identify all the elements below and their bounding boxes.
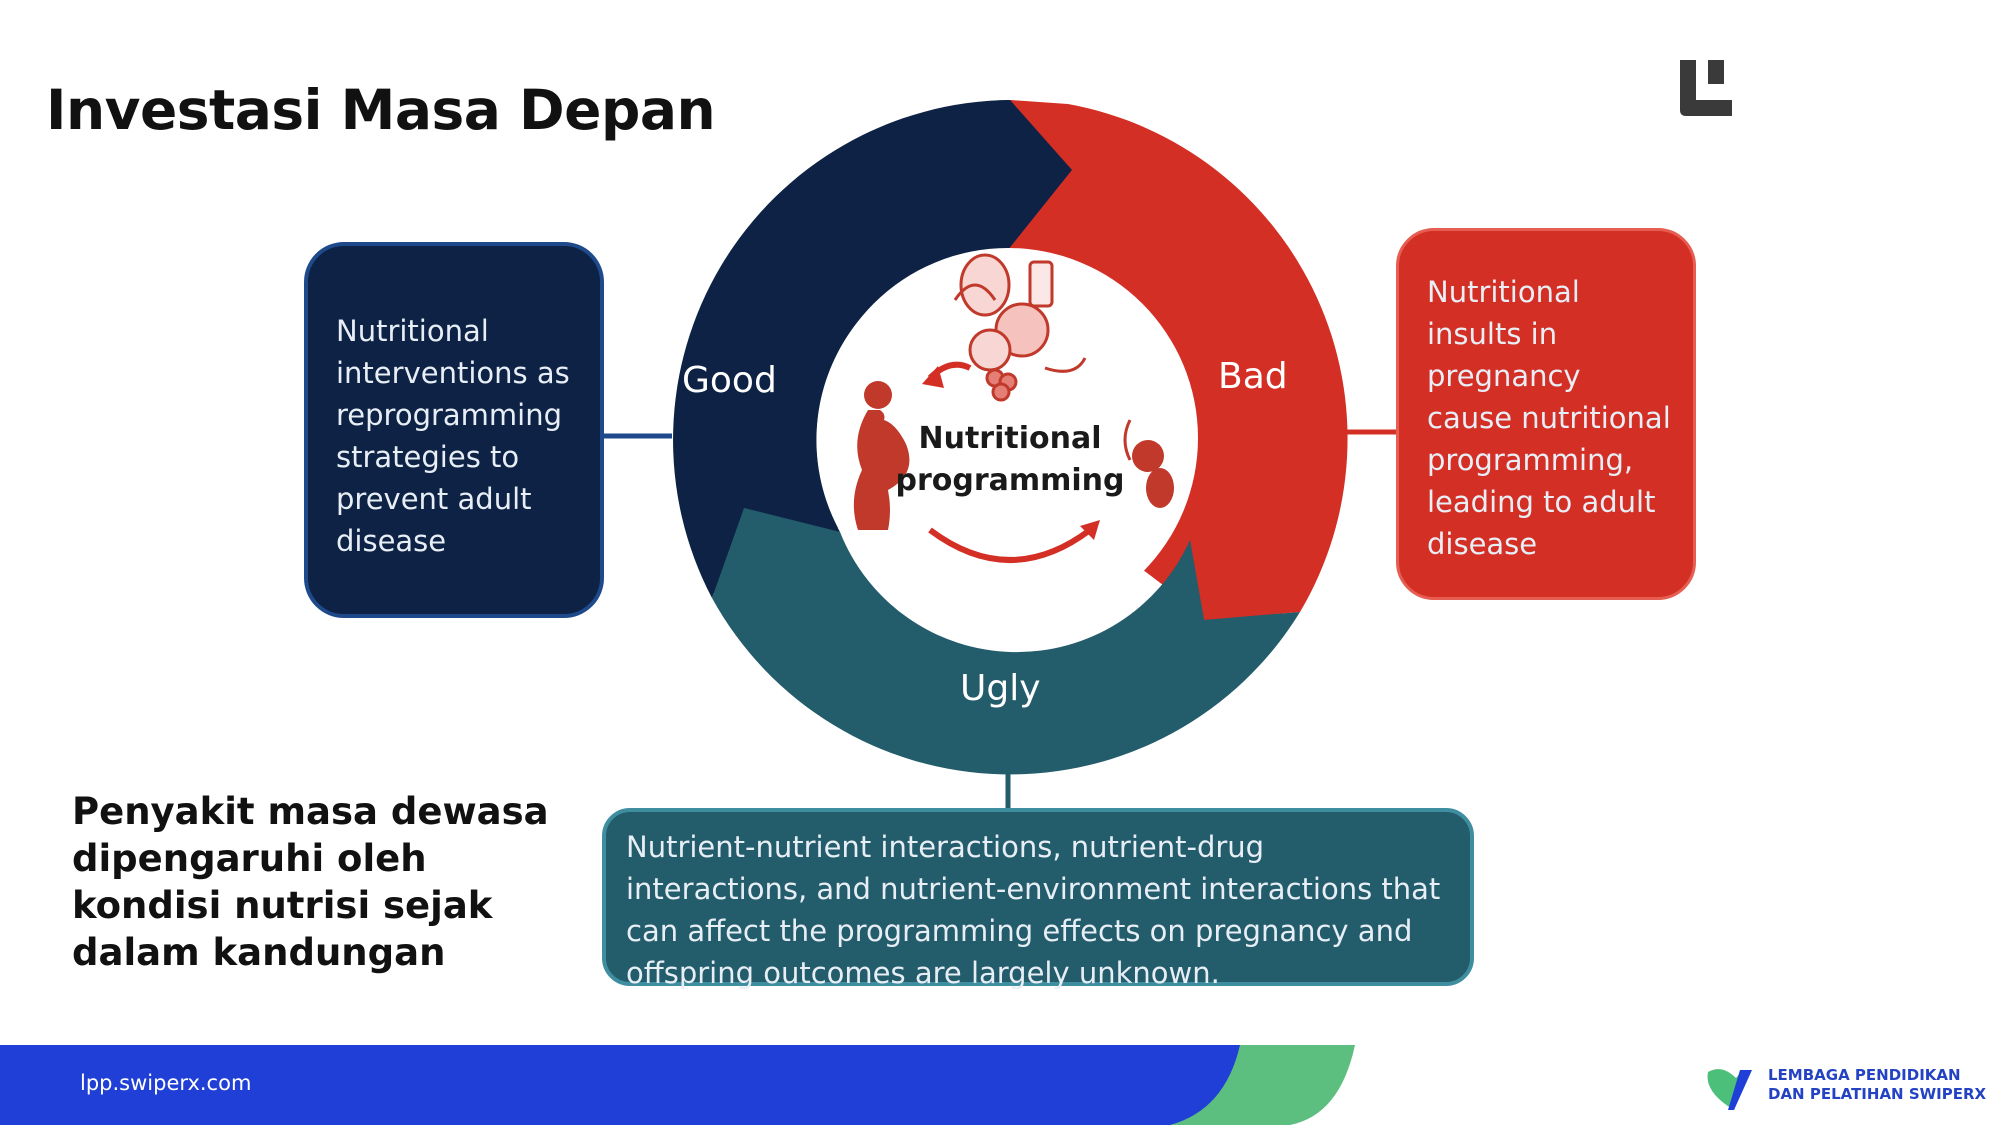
cycle-arrow-bottom-icon: [928, 527, 1092, 563]
good-description-box: Nutritional interventions as reprogrammi…: [304, 242, 604, 618]
slide-title: Investasi Masa Depan: [46, 78, 716, 142]
pregnant-woman-icon: [853, 381, 910, 530]
footer-band: [0, 1045, 1355, 1125]
brand-heart-logo-icon: [1707, 1069, 1752, 1110]
brand-name: LEMBAGA PENDIDIKAN DAN PELATIHAN SWIPERX: [1768, 1066, 1986, 1104]
slide-caption: Penyakit masa dewasa dipengaruhi oleh ko…: [72, 790, 549, 974]
segment-label-good: Good: [682, 360, 777, 401]
segment-label-ugly: Ugly: [960, 668, 1041, 709]
segment-label-bad: Bad: [1218, 356, 1288, 397]
center-label: Nutritional programming: [895, 421, 1125, 498]
footer-url-link[interactable]: lpp.swiperx.com: [80, 1071, 252, 1095]
food-illustration-icon: [953, 253, 1087, 402]
corner-logo-icon: [1680, 60, 1732, 116]
ugly-description-box: Nutrient-nutrient interactions, nutrient…: [602, 808, 1474, 990]
ring-center: [818, 248, 1198, 628]
brand-line-2: DAN PELATIHAN SWIPERX: [1768, 1085, 1987, 1103]
brand-line-1: LEMBAGA PENDIDIKAN: [1768, 1066, 1961, 1084]
fetus-icon: [1123, 419, 1174, 508]
bad-description-box: Nutritional insults in pregnancy cause n…: [1396, 228, 1696, 600]
